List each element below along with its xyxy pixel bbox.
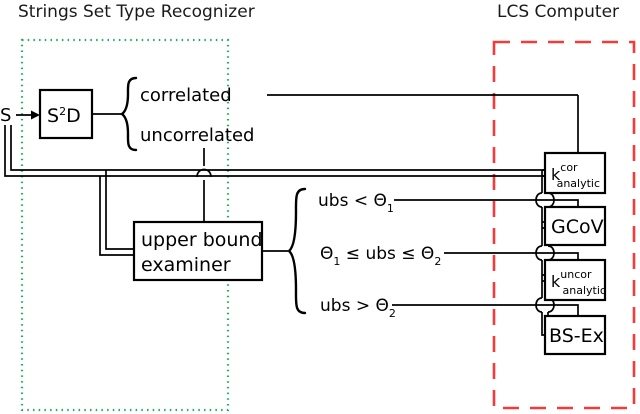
block-examiner-label-line2: examiner [141, 254, 231, 276]
group-title-left: Strings Set Type Recognizer [18, 2, 255, 22]
block-bs-ex-label: BS-Ex [549, 325, 604, 347]
vbus-hop-2-inner [535, 245, 543, 261]
vbus-hop-3-inner [535, 297, 543, 313]
branch-label-uncorrelated: uncorrelated [140, 125, 254, 146]
bus-branch-outer [99, 176, 136, 256]
block-bs-ex[interactable] [543, 314, 607, 356]
branch-label-correlated: correlated [140, 85, 232, 106]
block-k-analytic-uncor[interactable] [543, 258, 607, 302]
vbus-inner [541, 170, 554, 336]
input-signal-label: S [0, 105, 11, 126]
bus-branch-inner [105, 170, 136, 250]
condition-label-theta1-le-ubs-le-theta2: Θ1 ≤ ubs ≤ Θ2 [320, 244, 441, 268]
block-gcov[interactable] [543, 205, 607, 247]
brace-examiner-outputs [287, 187, 307, 315]
block-k-analytic-cor[interactable] [543, 151, 607, 195]
group-title-right: LCS Computer [497, 2, 619, 22]
input-arrow-head [31, 110, 40, 120]
block-s2d[interactable] [38, 88, 94, 140]
wire-cond3-drop [522, 304, 579, 316]
bus-line-outer [4, 125, 548, 177]
bus-line-inner [10, 125, 548, 171]
group-boundary-lcs-computer [492, 40, 636, 410]
wire-uncorrelated-hop [196, 168, 212, 178]
vbus-hop-1-inner [535, 192, 543, 208]
block-gcov-label: GCoV [551, 216, 604, 238]
condition-label-ubs-gt-theta2: ubs > Θ2 [320, 296, 396, 320]
condition-label-ubs-lt-theta1: ubs < Θ1 [318, 191, 394, 215]
block-s2d-label: S2D [47, 105, 81, 127]
brace-s2d-outputs [120, 76, 138, 152]
group-boundary-strings-set-type-recognizer [20, 38, 230, 412]
block-examiner-label-line1: upper bound [141, 229, 263, 251]
